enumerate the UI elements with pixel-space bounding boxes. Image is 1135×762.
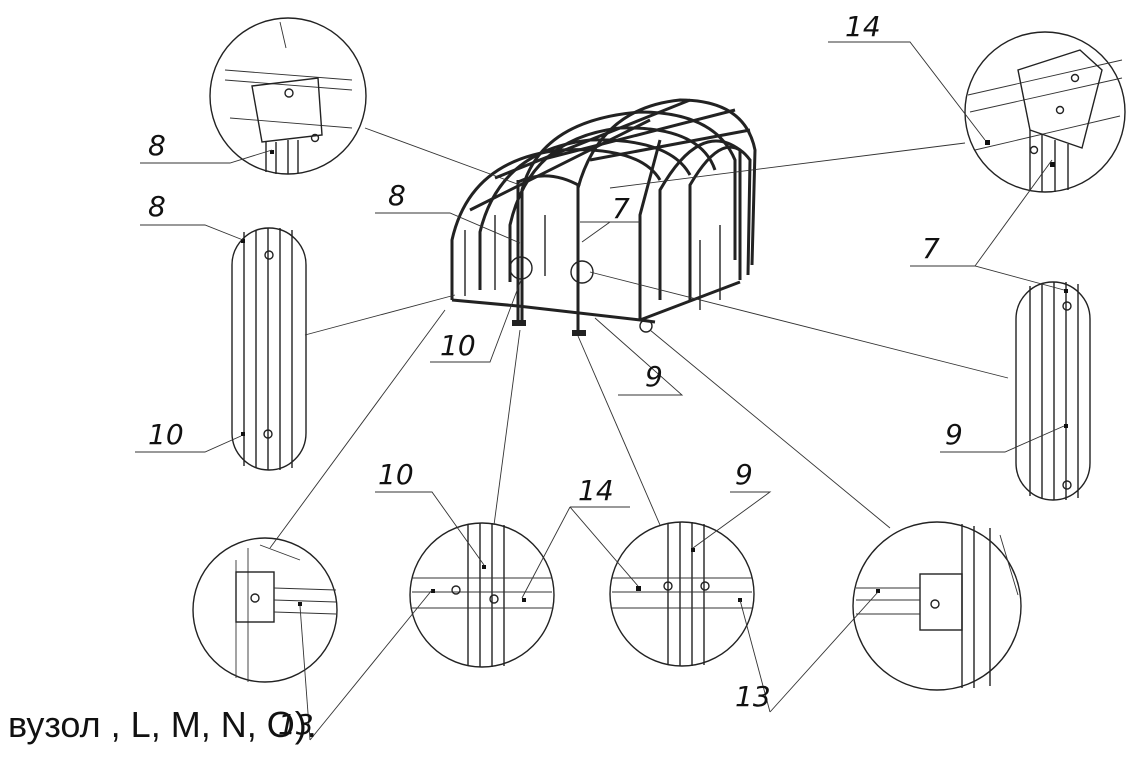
callout-8-oval: 8 [148, 190, 166, 223]
callout-8-center: 8 [388, 179, 406, 212]
leader-lines [135, 41, 1065, 741]
callout-14-bottom: 14 [578, 474, 614, 507]
detail-oval-left [231, 227, 307, 471]
detail-circle-bottom-1 [192, 537, 338, 683]
detail-marker-right [570, 260, 594, 284]
callout-9-right: 9 [945, 418, 963, 451]
callout-13-right: 13 [735, 680, 771, 713]
greenhouse-frame [450, 98, 757, 336]
detail-oval-right [1015, 281, 1091, 501]
detail-circle-bottom-3 [609, 521, 755, 667]
caption: вузол , L, M, N, O). [8, 704, 317, 745]
callout-7-right: 7 [922, 232, 940, 265]
callout-7-center: 7 [612, 192, 630, 225]
detail-circle-bottom-4 [852, 521, 1022, 691]
detail-circle-bottom-2 [409, 522, 555, 668]
detail-marker-corner [639, 319, 653, 333]
detail-circle-top-left [209, 17, 367, 175]
callout-10-left: 10 [148, 418, 184, 451]
callout-9-center: 9 [645, 360, 663, 393]
detail-marker-left [509, 256, 533, 280]
callout-10-bottom: 10 [378, 458, 414, 491]
callout-9-bottom: 9 [735, 458, 753, 491]
callout-10-center: 10 [440, 329, 476, 362]
callout-8-circle: 8 [148, 129, 166, 162]
callout-13-left: 13 [278, 708, 314, 741]
callout-14-top: 14 [845, 10, 881, 43]
detail-circle-top-right [964, 31, 1126, 193]
